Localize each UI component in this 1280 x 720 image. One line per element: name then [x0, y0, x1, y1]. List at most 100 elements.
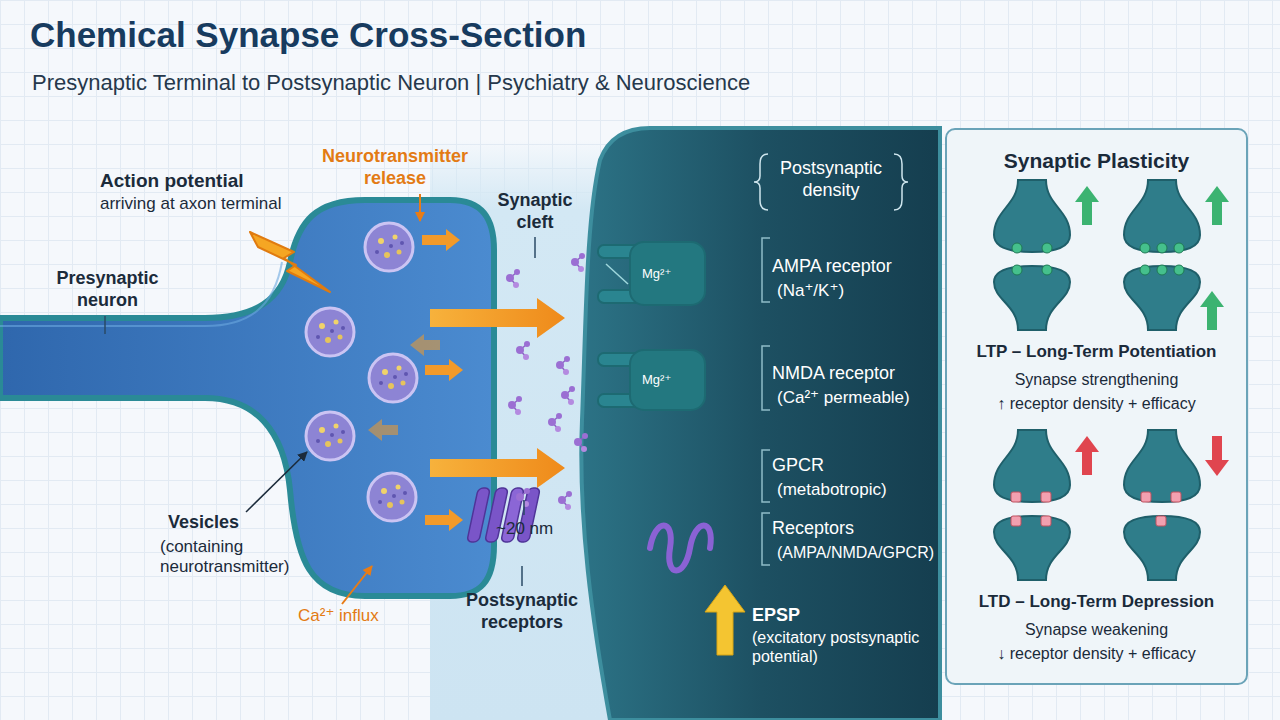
receptor-square — [1011, 516, 1021, 526]
receptor-square — [1171, 492, 1181, 502]
receptor-square — [1041, 492, 1051, 502]
ltd-icon — [1124, 430, 1229, 580]
diagram-subtitle: Presynaptic Terminal to Postsynaptic Neu… — [32, 70, 750, 96]
release-arrow — [422, 229, 460, 251]
leader-line — [246, 452, 307, 512]
receptor-dot — [1140, 265, 1150, 275]
receptor-name: NMDA receptor — [772, 363, 895, 385]
postsynaptic-neuron — [581, 128, 940, 720]
part-name: Postsynaptic receptors — [452, 590, 592, 633]
section-text: ↓ receptor density + efficacy — [997, 644, 1195, 663]
section-text: Synapse strengthening — [1015, 370, 1179, 389]
signal-note: (excitatory postsynaptic potential) — [752, 628, 937, 666]
callout-heading: Neurotransmitter release — [305, 146, 485, 189]
neurotransmitter — [558, 491, 572, 510]
nmda-receptor — [598, 350, 705, 410]
membrane-highlight — [0, 262, 282, 326]
brace-right — [894, 154, 908, 210]
neurotransmitter — [556, 356, 570, 375]
receptor-line — [606, 264, 628, 284]
ion-label: Mg²⁺ — [642, 266, 671, 282]
receptor-body — [630, 242, 705, 305]
ion-label: Mg²⁺ — [642, 372, 671, 388]
postsynaptic-spine — [1124, 516, 1200, 580]
receptor-dot — [1157, 265, 1167, 275]
callout-text: arriving at axon terminal — [100, 194, 281, 214]
presynaptic-bouton — [1124, 180, 1200, 252]
part-name: Presynaptic neuron — [45, 268, 170, 311]
part-name: Postsynaptic density — [770, 158, 892, 201]
epsp-arrow — [705, 585, 745, 655]
receptor-dot — [1042, 265, 1052, 275]
receptor-dot — [1157, 243, 1167, 253]
receptor-name: AMPA receptor — [772, 256, 892, 278]
release-arrow — [430, 298, 565, 338]
release-arrow — [425, 509, 463, 531]
callout-heading: Action potential — [100, 170, 244, 193]
receptor-dot — [1012, 265, 1022, 275]
dimension-label: ~20 nm — [496, 519, 553, 539]
neurotransmitter — [561, 386, 575, 405]
leader-line — [523, 500, 525, 515]
receptor-note: (Ca²⁺ permeable) — [777, 388, 910, 408]
gpcr-receptor — [467, 488, 711, 571]
receptor-dot — [1174, 265, 1184, 275]
presynaptic-terminal — [0, 200, 494, 596]
increase-arrow — [1200, 291, 1224, 330]
presynaptic-bouton — [994, 180, 1070, 252]
section-text: Synapse weakening — [1025, 620, 1168, 639]
postsynaptic-spine — [1124, 266, 1200, 330]
section-heading: LTP – Long-Term Potentiation — [977, 342, 1217, 362]
receptor-dot — [1174, 243, 1184, 253]
release-arrow — [430, 448, 565, 488]
neurotransmitter — [574, 433, 588, 452]
neurotransmitter — [516, 341, 530, 360]
leader-line — [419, 194, 421, 221]
increase-arrow — [1075, 186, 1099, 225]
action-potential-bolt — [250, 232, 330, 292]
receptor-note: (metabotropic) — [777, 480, 887, 500]
receptor-square — [1011, 492, 1021, 502]
section-heading: LTD – Long-Term Depression — [979, 592, 1215, 612]
vesicle — [369, 354, 417, 402]
label-bracket — [762, 513, 770, 565]
neurotransmitter — [516, 488, 530, 507]
plasticity-panel: Synaptic PlasticityLTP – Long-Term Poten… — [945, 128, 1248, 685]
release-arrow — [410, 334, 440, 356]
label-bracket — [762, 238, 770, 302]
postsynaptic-spine — [994, 266, 1070, 330]
label-bracket — [762, 346, 770, 410]
brace-left — [754, 154, 768, 210]
ltd-icon — [994, 430, 1099, 580]
part-note: (containing neurotransmitter) — [160, 537, 310, 578]
receptor-name: GPCR — [772, 455, 824, 477]
gpcr-coil — [650, 526, 711, 571]
increase-arrow — [1205, 186, 1229, 225]
diagram-title: Chemical Synapse Cross-Section — [30, 14, 586, 56]
receptor-square — [1141, 492, 1151, 502]
leader-line — [342, 566, 372, 604]
neurotransmitter — [548, 413, 562, 432]
decrease-arrow — [1205, 436, 1229, 476]
vesicle — [306, 412, 354, 460]
receptor-square — [1156, 516, 1166, 526]
vesicle — [306, 308, 354, 356]
presynaptic-bouton — [1124, 430, 1200, 502]
receptor-dot — [1042, 243, 1052, 253]
receptor-square — [1041, 516, 1051, 526]
neurotransmitter — [571, 253, 585, 272]
leader-line — [534, 237, 536, 258]
leader-line — [104, 316, 106, 334]
neurotransmitter — [506, 269, 520, 288]
label-bracket — [762, 450, 770, 502]
part-name: Ca²⁺ influx — [298, 606, 379, 626]
receptor-dot — [1012, 243, 1022, 253]
part-name: Synaptic cleft — [485, 190, 585, 233]
vesicle — [365, 223, 413, 271]
section-text: ↑ receptor density + efficacy — [997, 394, 1195, 413]
ltp-icon — [994, 180, 1099, 330]
receptor-note: (AMPA/NMDA/GPCR) — [777, 543, 934, 562]
panel-heading: Synaptic Plasticity — [1004, 148, 1190, 173]
receptor-dot — [1140, 243, 1150, 253]
